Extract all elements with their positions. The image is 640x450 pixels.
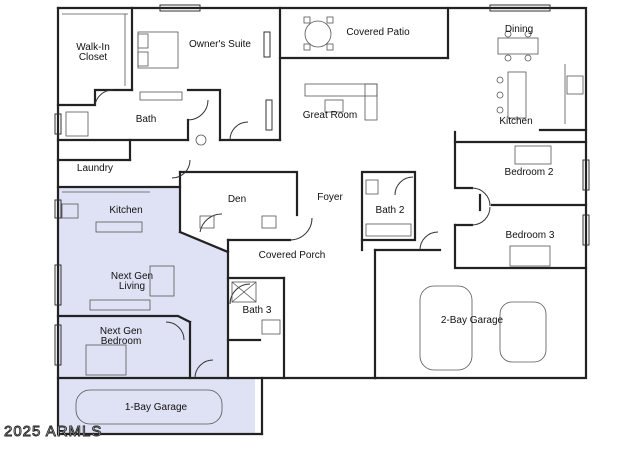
label-bath: Bath <box>136 114 157 125</box>
label-walk-in-closet-1: Walk-In <box>76 42 110 53</box>
label-bedroom-3: Bedroom 3 <box>506 230 555 241</box>
label-great-room: Great Room <box>303 110 357 121</box>
label-kitchen: Kitchen <box>499 116 532 127</box>
label-next-gen-living-1: Next Gen <box>111 271 153 282</box>
next-gen-suite-area <box>58 187 255 434</box>
label-walk-in-closet-2: Closet <box>79 52 108 63</box>
watermark: 2025 ARMLS <box>4 423 102 440</box>
label-covered-porch: Covered Porch <box>259 250 326 261</box>
label-owners-suite: Owner's Suite <box>189 39 251 50</box>
label-den: Den <box>228 194 246 205</box>
label-bedroom-2: Bedroom 2 <box>505 167 554 178</box>
doors <box>94 89 491 379</box>
label-bath-2: Bath 2 <box>376 205 405 216</box>
label-foyer: Foyer <box>317 192 343 203</box>
label-laundry: Laundry <box>77 163 113 174</box>
label-bath-3: Bath 3 <box>243 305 272 316</box>
label-next-gen-living-2: Living <box>119 281 145 292</box>
exterior-walls <box>56 6 588 436</box>
label-next-gen-bedroom-2: Bedroom <box>101 336 142 347</box>
windows <box>54 4 590 366</box>
label-two-bay-garage: 2-Bay Garage <box>441 315 504 326</box>
label-one-bay-garage: 1-Bay Garage <box>125 402 188 413</box>
furniture <box>61 13 584 425</box>
label-next-gen-bedroom-1: Next Gen <box>100 326 142 337</box>
label-next-gen-kitchen: Kitchen <box>109 205 142 216</box>
room-labels: Walk-In Closet Owner's Suite Covered Pat… <box>76 24 555 413</box>
label-dining: Dining <box>505 24 533 35</box>
label-covered-patio: Covered Patio <box>346 27 410 38</box>
